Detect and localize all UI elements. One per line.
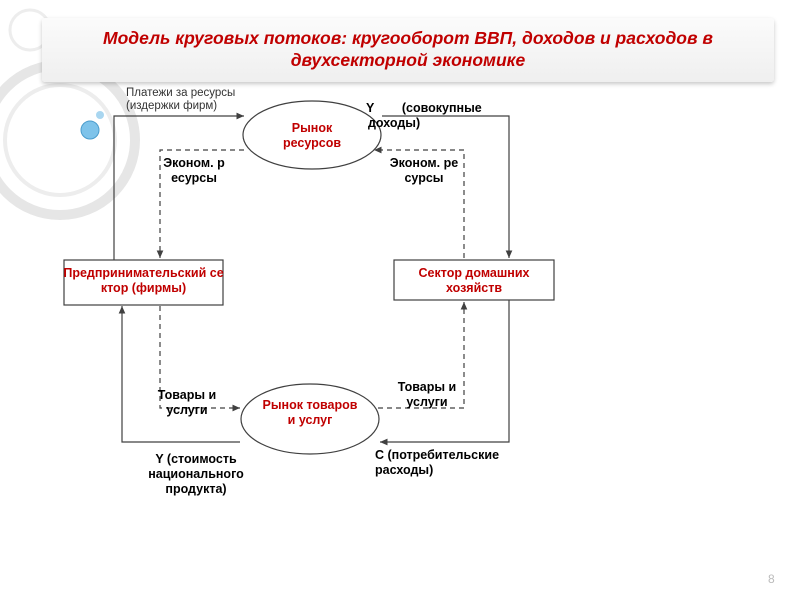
goods-market-label: Рынок товаров и услуг (262, 398, 358, 427)
income-label-line1: Y (совокупные (366, 101, 482, 115)
econ-resources-left-label: Эконом. ресурсы (163, 156, 225, 185)
firms-sector-label: Предпринимательский сектор (фирмы) (63, 266, 224, 295)
flow-consumer-spending (380, 300, 510, 446)
page-number: 8 (768, 572, 775, 586)
goods-left-label: Товары и услуги (157, 388, 217, 417)
title-banner: Модель круговых потоков: кругооборот ВВП… (42, 18, 774, 82)
flow-firm-revenue (118, 306, 240, 443)
payments-label-line2: (издержки фирм) (126, 100, 218, 112)
resource-market-label: Рынок ресурсов (282, 121, 342, 150)
payments-label-line1: Платежи за ресурсы (126, 87, 236, 99)
econ-resources-right-label: Эконом. ресурсы (389, 156, 459, 185)
flow-econ-resources-to-firms (156, 149, 244, 258)
slide-title: Модель круговых потоков: кругооборот ВВП… (103, 28, 713, 70)
resource-market-ellipse (242, 100, 382, 170)
flow-goods-from-firms (159, 306, 240, 412)
income-label: Y (совокупные доходы) (366, 101, 516, 131)
flow-goods-to-households (378, 302, 468, 409)
income-label-line2: доходы) (368, 116, 421, 130)
firms-sector-box (63, 259, 224, 306)
goods-market-ellipse (240, 383, 380, 455)
flow-resource-payments (113, 112, 244, 260)
households-sector-box (393, 259, 555, 301)
households-sector-label: Сектор домашних хозяйств (418, 266, 530, 295)
consumer-expenses-label: С (потребительские расходы) (375, 448, 500, 477)
goods-right-label: Товары и услуги (397, 380, 457, 409)
national-product-label: Y (стоимость национального продукта) (148, 452, 244, 496)
flow-household-income (382, 115, 513, 258)
payments-label: Платежи за ресурсы (издержки фирм) (126, 87, 266, 113)
flow-econ-resources-from-households (374, 146, 465, 258)
